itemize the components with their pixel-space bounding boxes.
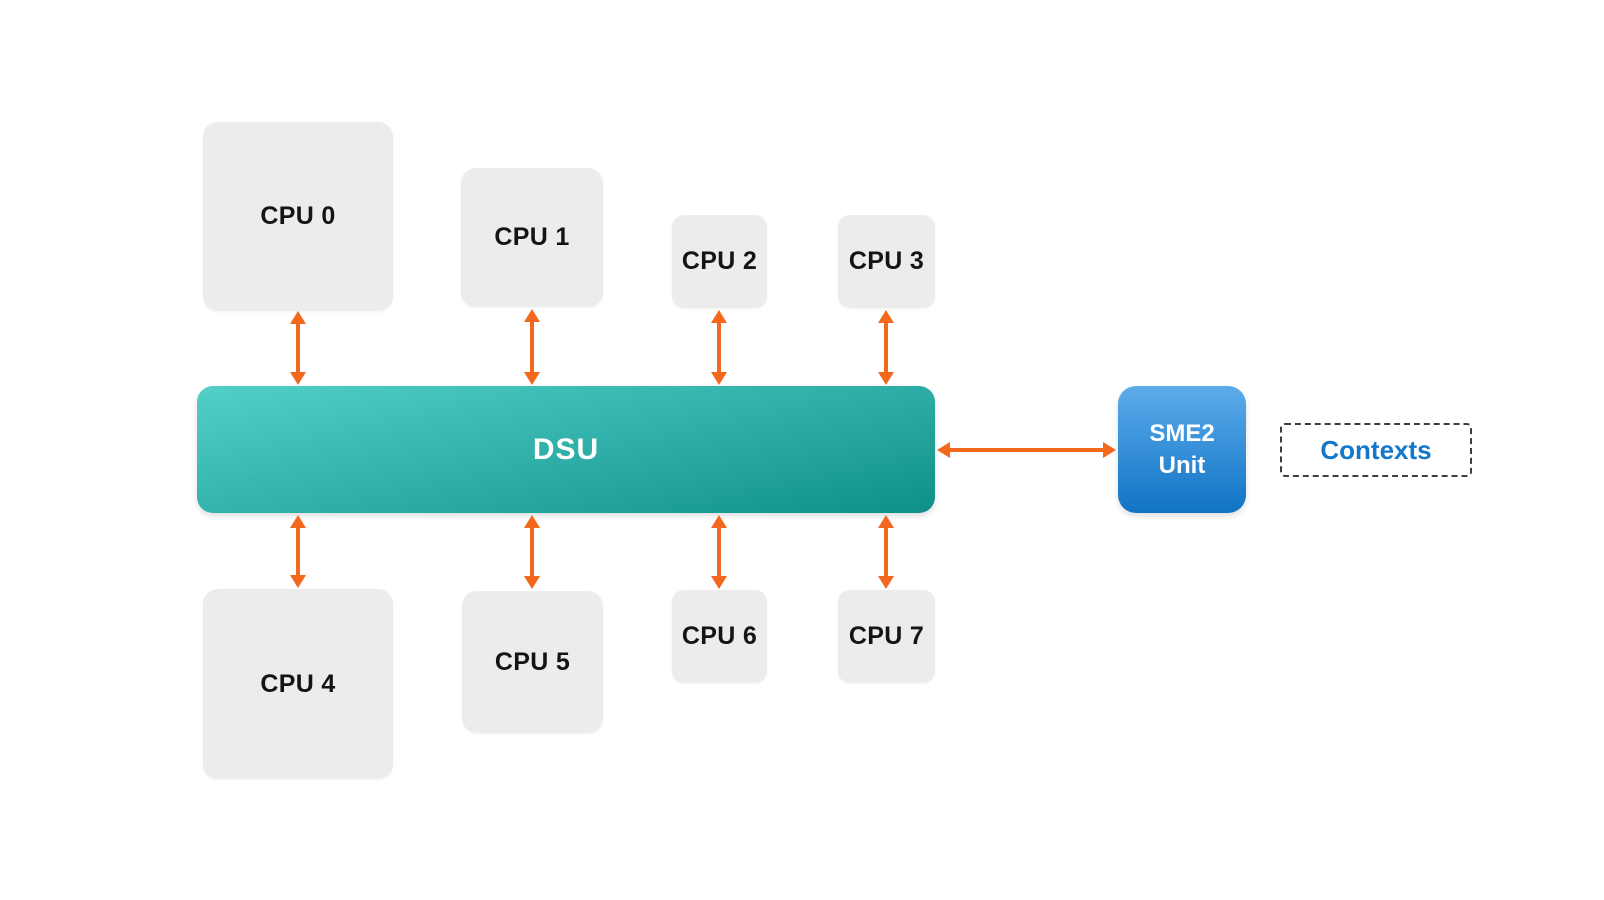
cpu3-dsu-arrow xyxy=(878,310,894,385)
arrow-shaft xyxy=(296,526,300,577)
cpu2-label: CPU 2 xyxy=(681,247,758,275)
cpu0-label: CPU 0 xyxy=(260,202,336,230)
sme2-unit-box: SME2 Unit xyxy=(1118,386,1246,513)
cpu7-box: CPU 7 xyxy=(838,590,935,683)
cpu0-box: CPU 0 xyxy=(203,122,393,311)
dsu-cpu7-arrow xyxy=(878,515,894,589)
cpu4-label: CPU 4 xyxy=(260,669,336,698)
dsu-sme2-arrow xyxy=(937,442,1116,458)
cpu6-label: CPU 6 xyxy=(681,622,758,650)
contexts-box: Contexts xyxy=(1280,423,1472,477)
cpu5-label: CPU 5 xyxy=(494,647,571,676)
cpu6-box: CPU 6 xyxy=(672,590,767,683)
cpu0-dsu-arrow xyxy=(290,311,306,385)
dsu-cpu5-arrow xyxy=(524,515,540,589)
cpu2-dsu-arrow xyxy=(711,310,727,385)
arrow-shaft xyxy=(530,526,534,578)
arrow-shaft xyxy=(948,448,1105,452)
arrow-shaft xyxy=(296,322,300,374)
cpu3-label: CPU 3 xyxy=(848,247,925,275)
arrow-shaft xyxy=(884,526,888,578)
cpu1-box: CPU 1 xyxy=(461,168,603,307)
sme2-unit-label: SME2 Unit xyxy=(1149,420,1215,479)
dsu-cpu6-arrow xyxy=(711,515,727,589)
cpu1-dsu-arrow xyxy=(524,309,540,385)
arrow-shaft xyxy=(717,526,721,578)
dsu-cpu4-arrow xyxy=(290,515,306,588)
dsu-label: DSU xyxy=(532,432,600,466)
cpu2-box: CPU 2 xyxy=(672,215,767,308)
cpu7-label: CPU 7 xyxy=(848,622,925,650)
contexts-label: Contexts xyxy=(1320,434,1432,465)
cpu3-box: CPU 3 xyxy=(838,215,935,308)
cpu5-box: CPU 5 xyxy=(462,591,603,733)
arrow-shaft xyxy=(884,321,888,374)
cpu1-label: CPU 1 xyxy=(494,223,570,251)
arrow-shaft xyxy=(717,321,721,374)
arrow-shaft xyxy=(530,320,534,374)
cpu4-box: CPU 4 xyxy=(203,589,393,779)
dsu-box: DSU xyxy=(197,386,935,513)
